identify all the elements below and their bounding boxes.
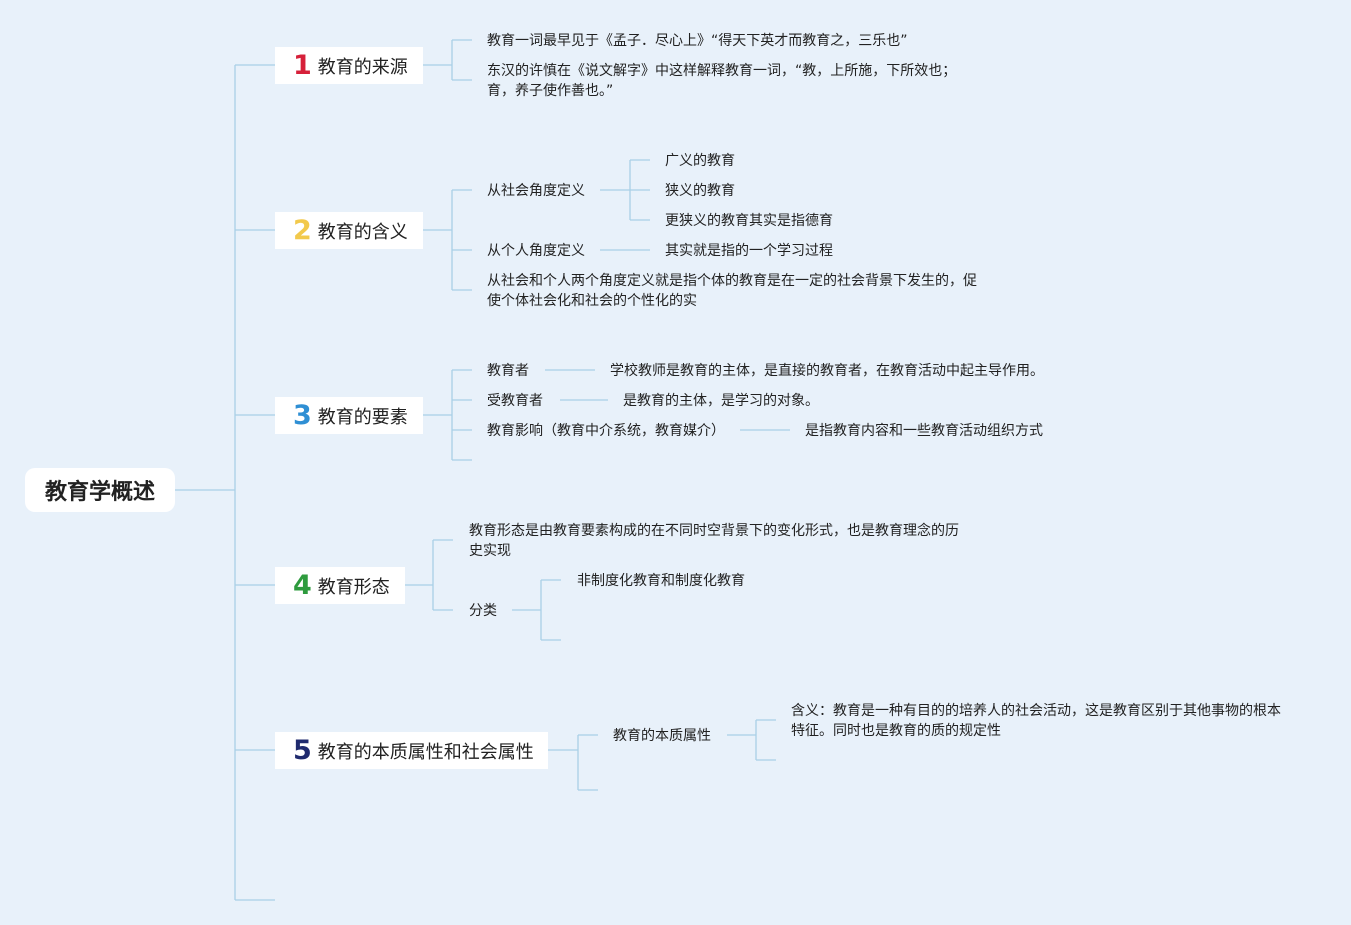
sub-essential-attribute[interactable]: 教育的本质属性 xyxy=(613,728,711,744)
number-1-icon: 1 xyxy=(293,50,312,81)
leaf-classification-types[interactable]: 非制度化教育和制度化教育 xyxy=(577,573,745,589)
branch-education-elements[interactable]: 3 教育的要素 xyxy=(275,397,423,434)
leaf-origin-mencius[interactable]: 教育一词最早见于《孟子．尽心上》“得天下英才而教育之，三乐也” xyxy=(487,33,908,49)
sub-forms-definition[interactable]: 教育形态是由教育要素构成的在不同时空背景下的变化形式，也是教育理念的历史实现 xyxy=(469,523,959,559)
leaf-educator-detail[interactable]: 学校教师是教育的主体，是直接的教育者，在教育活动中起主导作用。 xyxy=(610,363,1044,379)
leaf-influence-detail[interactable]: 是指教育内容和一些教育活动组织方式 xyxy=(805,423,1043,439)
sub-social-definition[interactable]: 从社会角度定义 xyxy=(487,183,585,199)
number-2-icon: 2 xyxy=(293,215,312,246)
sub-combined-definition[interactable]: 从社会和个人两个角度定义就是指个体的教育是在一定的社会背景下发生的，促使个体社会… xyxy=(487,273,977,309)
branch-label: 教育的要素 xyxy=(317,406,408,428)
sub-educatee[interactable]: 受教育者 xyxy=(487,393,543,409)
leaf-essential-meaning[interactable]: 含义：教育是一种有目的的培养人的社会活动，这是教育区别于其他事物的根本特征。同时… xyxy=(791,703,1281,739)
number-3-icon: 3 xyxy=(293,400,312,431)
leaf-origin-shuowen[interactable]: 东汉的许慎在《说文解字》中这样解释教育一词，“教，上所施，下所效也；育，养子使作… xyxy=(487,63,957,99)
branch-essential-social-attributes[interactable]: 5 教育的本质属性和社会属性 xyxy=(275,732,548,769)
sub-classification[interactable]: 分类 xyxy=(469,603,497,619)
branch-education-forms[interactable]: 4 教育形态 xyxy=(275,567,405,604)
branch-label: 教育的本质属性和社会属性 xyxy=(317,741,534,763)
number-5-icon: 5 xyxy=(293,735,312,766)
sub-educator[interactable]: 教育者 xyxy=(487,363,529,379)
leaf-broad-education[interactable]: 广义的教育 xyxy=(665,153,735,169)
leaf-narrower-education[interactable]: 更狭义的教育其实是指德育 xyxy=(665,213,833,229)
sub-education-influence[interactable]: 教育影响（教育中介系统，教育媒介） xyxy=(487,423,725,439)
branch-label: 教育的含义 xyxy=(317,221,408,243)
branch-label: 教育的来源 xyxy=(317,56,408,78)
branch-education-meaning[interactable]: 2 教育的含义 xyxy=(275,212,423,249)
sub-individual-definition[interactable]: 从个人角度定义 xyxy=(487,243,585,259)
number-4-icon: 4 xyxy=(293,570,312,601)
leaf-learning-process[interactable]: 其实就是指的一个学习过程 xyxy=(665,243,833,259)
root-topic[interactable]: 教育学概述 xyxy=(25,468,175,512)
branch-label: 教育形态 xyxy=(317,576,390,598)
branch-education-origin[interactable]: 1 教育的来源 xyxy=(275,47,423,84)
leaf-educatee-detail[interactable]: 是教育的主体，是学习的对象。 xyxy=(623,393,819,409)
leaf-narrow-education[interactable]: 狭义的教育 xyxy=(665,183,735,199)
